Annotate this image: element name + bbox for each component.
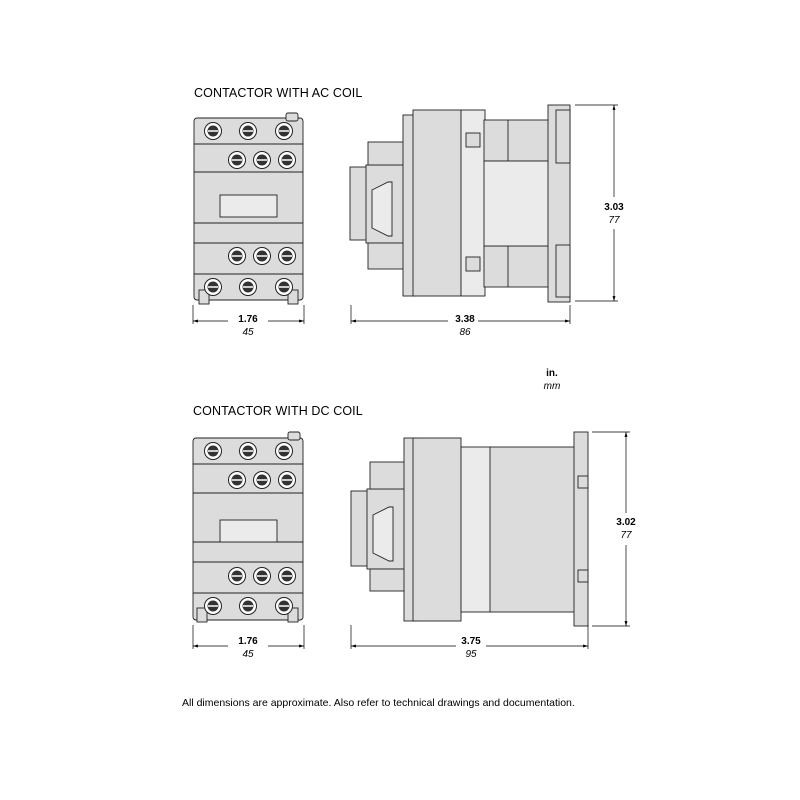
ac-front-terminals (204, 122, 296, 296)
units-mm: mm (543, 381, 561, 392)
ac-front-view (193, 112, 304, 305)
ac-height-in: 3.03 (604, 202, 624, 213)
dc-width-mm: 45 (242, 649, 254, 660)
ac-depth-mm: 86 (459, 327, 471, 338)
dc-coil-title: CONTACTOR WITH DC COIL (193, 404, 363, 418)
dc-depth-in: 3.75 (461, 636, 481, 647)
ac-depth-dimension: 3.38 86 (435, 313, 495, 339)
dc-front-view (192, 431, 304, 623)
dc-width-in: 1.76 (238, 636, 258, 647)
ac-coil-title: CONTACTOR WITH AC COIL (194, 86, 363, 100)
units-legend: in. mm (522, 367, 582, 393)
units-in: in. (546, 368, 558, 379)
ac-height-dimension: 3.03 77 (584, 201, 644, 227)
ac-depth-in: 3.38 (455, 314, 475, 325)
dc-front-terminals (204, 442, 296, 615)
dc-width-dimension: 1.76 45 (218, 635, 278, 661)
ac-side-view (349, 104, 571, 303)
ac-width-dimension: 1.76 45 (218, 313, 278, 339)
dc-depth-mm: 95 (465, 649, 477, 660)
dc-height-dimension: 3.02 77 (596, 516, 656, 542)
dc-height-in: 3.02 (616, 517, 636, 528)
ac-width-mm: 45 (242, 327, 254, 338)
dc-height-mm: 77 (620, 530, 632, 541)
ac-width-in: 1.76 (238, 314, 258, 325)
ac-height-mm: 77 (608, 215, 620, 226)
footnote: All dimensions are approximate. Also ref… (182, 697, 575, 709)
dc-side-view (350, 431, 589, 627)
dc-depth-dimension: 3.75 95 (441, 635, 501, 661)
